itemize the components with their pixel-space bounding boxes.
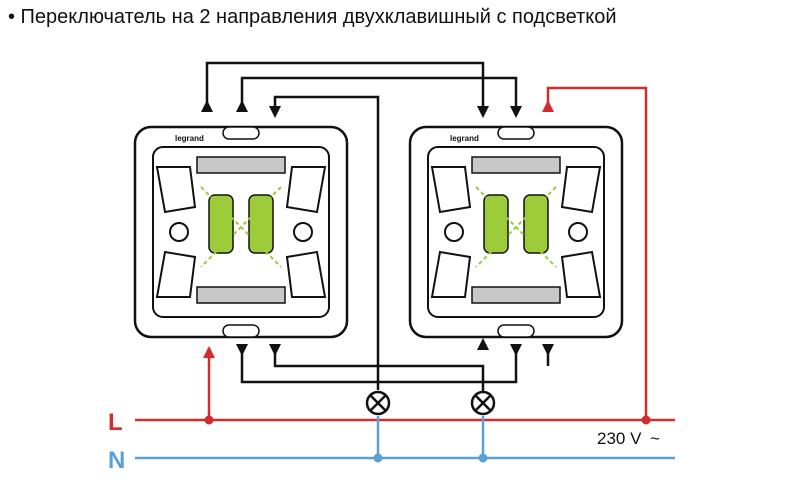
phase-wires bbox=[135, 86, 675, 425]
voltage-label: 230 V bbox=[597, 429, 642, 448]
switch-left: legrand bbox=[133, 125, 349, 339]
arrow-up bbox=[477, 338, 489, 350]
phase-junction-2 bbox=[641, 415, 651, 425]
neutral-junction-2 bbox=[478, 453, 488, 463]
diagram-title: • Переключатель на 2 направления двухкла… bbox=[8, 6, 617, 28]
traveller-wire-bottom-outer bbox=[240, 348, 518, 384]
neutral-wires bbox=[135, 416, 675, 463]
arrow-down bbox=[477, 106, 489, 118]
ac-symbol: ~ bbox=[650, 429, 660, 448]
arrow-down bbox=[542, 344, 554, 356]
traveller-wire-top-outer bbox=[205, 61, 485, 112]
neutral-junction-1 bbox=[373, 453, 383, 463]
switch-left-brand: legrand bbox=[175, 134, 204, 143]
arrow-up-red bbox=[542, 100, 554, 112]
lamp-right bbox=[470, 390, 496, 416]
lamp-left bbox=[365, 390, 391, 416]
arrow-down bbox=[510, 106, 522, 118]
traveller-wire-bottom-inner bbox=[273, 348, 485, 394]
traveller-wire-top-inner bbox=[240, 76, 518, 112]
wire-to-lamp-left bbox=[273, 95, 380, 390]
arrow-down bbox=[269, 344, 281, 356]
switch-right-brand: legrand bbox=[450, 134, 479, 143]
arrow-down bbox=[269, 106, 281, 118]
switch-right: legrand bbox=[408, 125, 624, 339]
arrows bbox=[201, 100, 554, 358]
arrow-up-red bbox=[203, 346, 215, 358]
arrow-up bbox=[236, 100, 248, 112]
arrow-down bbox=[510, 344, 522, 356]
arrow-down bbox=[236, 344, 248, 356]
phase-junction-1 bbox=[204, 415, 214, 425]
neutral-label: N bbox=[108, 447, 125, 474]
phase-label: L bbox=[108, 409, 123, 436]
traveller-wires bbox=[205, 61, 550, 394]
arrow-up bbox=[201, 100, 213, 112]
